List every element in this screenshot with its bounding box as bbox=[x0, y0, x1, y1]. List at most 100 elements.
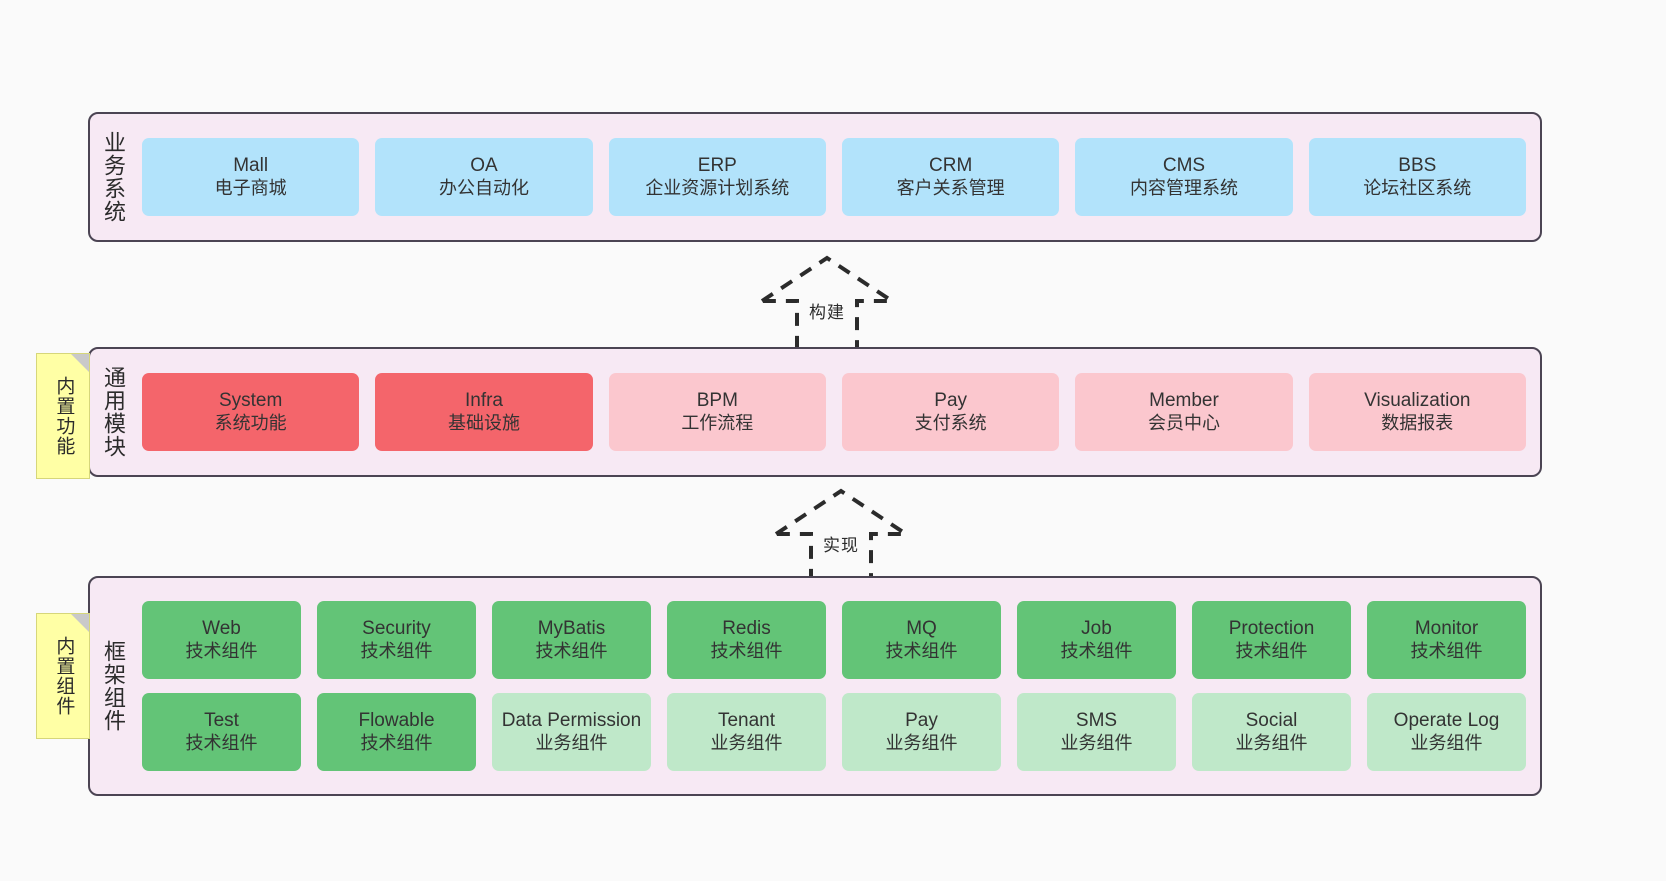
card-oa[interactable]: OA 办公自动化 bbox=[375, 138, 593, 216]
card-title: Pay bbox=[905, 710, 938, 732]
card-subtitle: 技术组件 bbox=[1060, 640, 1133, 661]
layer-body-modules: System 系统功能 Infra 基础设施 BPM 工作流程 Pay 支付系统… bbox=[136, 349, 1540, 475]
card-title: Visualization bbox=[1364, 390, 1471, 412]
card-bbs[interactable]: BBS 论坛社区系统 bbox=[1308, 138, 1526, 216]
card-protection[interactable]: Protection 技术组件 bbox=[1192, 601, 1351, 679]
card-redis[interactable]: Redis 技术组件 bbox=[667, 601, 826, 679]
card-title: Security bbox=[362, 618, 431, 640]
card-subtitle: 业务组件 bbox=[885, 732, 958, 753]
card-title: Social bbox=[1245, 710, 1298, 732]
card-test[interactable]: Test 技术组件 bbox=[142, 693, 301, 771]
connector-realize: 实现 bbox=[751, 486, 931, 586]
card-row: System 系统功能 Infra 基础设施 BPM 工作流程 Pay 支付系统… bbox=[142, 373, 1526, 451]
card-subtitle: 系统功能 bbox=[214, 412, 287, 433]
card-subtitle: 业务组件 bbox=[1235, 732, 1308, 753]
note-builtin-components: 内置组件 bbox=[36, 613, 90, 739]
generalization-arrow-icon bbox=[769, 488, 913, 584]
card-subtitle: 技术组件 bbox=[885, 640, 958, 661]
card-bpm[interactable]: BPM 工作流程 bbox=[608, 373, 826, 451]
note-builtin-features: 内置功能 bbox=[36, 353, 90, 479]
card-member[interactable]: Member 会员中心 bbox=[1075, 373, 1293, 451]
card-tenant[interactable]: Tenant 业务组件 bbox=[667, 693, 826, 771]
card-visualization[interactable]: Visualization 数据报表 bbox=[1308, 373, 1526, 451]
card-pay-component[interactable]: Pay 业务组件 bbox=[842, 693, 1001, 771]
card-subtitle: 技术组件 bbox=[535, 640, 608, 661]
card-title: MyBatis bbox=[537, 618, 606, 640]
layer-title-business: 业务系统 bbox=[100, 131, 126, 223]
card-title: Member bbox=[1149, 390, 1219, 412]
card-title: Monitor bbox=[1414, 618, 1479, 640]
layer-body-business: Mall 电子商城 OA 办公自动化 ERP 企业资源计划系统 CRM 客户关系… bbox=[136, 114, 1540, 240]
card-title: OA bbox=[470, 155, 498, 177]
card-title: Infra bbox=[464, 390, 503, 412]
card-operate-log[interactable]: Operate Log 业务组件 bbox=[1367, 693, 1526, 771]
card-title: Redis bbox=[722, 618, 771, 640]
card-subtitle: 工作流程 bbox=[681, 412, 754, 433]
card-cms[interactable]: CMS 内容管理系统 bbox=[1075, 138, 1293, 216]
card-subtitle: 数据报表 bbox=[1381, 412, 1454, 433]
card-sms[interactable]: SMS 业务组件 bbox=[1017, 693, 1176, 771]
card-title: MQ bbox=[906, 618, 937, 640]
card-title: Operate Log bbox=[1393, 710, 1500, 732]
card-subtitle: 内容管理系统 bbox=[1129, 177, 1238, 198]
card-subtitle: 技术组件 bbox=[710, 640, 783, 661]
card-title: Data Permission bbox=[501, 710, 642, 732]
card-row: Mall 电子商城 OA 办公自动化 ERP 企业资源计划系统 CRM 客户关系… bbox=[142, 138, 1526, 216]
card-title: SMS bbox=[1075, 710, 1118, 732]
card-subtitle: 客户关系管理 bbox=[896, 177, 1005, 198]
card-system[interactable]: System 系统功能 bbox=[142, 373, 360, 451]
card-security[interactable]: Security 技术组件 bbox=[317, 601, 476, 679]
card-social[interactable]: Social 业务组件 bbox=[1192, 693, 1351, 771]
card-monitor[interactable]: Monitor 技术组件 bbox=[1367, 601, 1526, 679]
card-subtitle: 业务组件 bbox=[535, 732, 608, 753]
card-title: Mall bbox=[233, 155, 269, 177]
card-mybatis[interactable]: MyBatis 技术组件 bbox=[492, 601, 651, 679]
card-web[interactable]: Web 技术组件 bbox=[142, 601, 301, 679]
card-title: BBS bbox=[1398, 155, 1437, 177]
card-crm[interactable]: CRM 客户关系管理 bbox=[841, 138, 1060, 216]
card-subtitle: 业务组件 bbox=[1410, 732, 1483, 753]
card-title: Flowable bbox=[358, 710, 435, 732]
card-title: Job bbox=[1081, 618, 1112, 640]
card-data-permission[interactable]: Data Permission 业务组件 bbox=[492, 693, 651, 771]
card-title: Protection bbox=[1228, 618, 1315, 640]
card-row: Test 技术组件 Flowable 技术组件 Data Permission … bbox=[142, 693, 1526, 771]
card-infra[interactable]: Infra 基础设施 bbox=[375, 373, 593, 451]
connector-build: 构建 bbox=[737, 253, 917, 353]
layer-framework-components: 框架组件 Web 技术组件 Security 技术组件 MyBatis 技术组件… bbox=[88, 576, 1542, 796]
card-subtitle: 办公自动化 bbox=[438, 177, 529, 198]
layer-business-systems: 业务系统 Mall 电子商城 OA 办公自动化 ERP 企业资源计划系统 CRM… bbox=[88, 112, 1542, 242]
card-title: Test bbox=[204, 710, 239, 732]
card-title: CMS bbox=[1162, 155, 1206, 177]
layer-body-framework: Web 技术组件 Security 技术组件 MyBatis 技术组件 Redi… bbox=[136, 578, 1540, 794]
card-subtitle: 技术组件 bbox=[1410, 640, 1483, 661]
card-mq[interactable]: MQ 技术组件 bbox=[842, 601, 1001, 679]
card-subtitle: 技术组件 bbox=[360, 732, 433, 753]
card-erp[interactable]: ERP 企业资源计划系统 bbox=[608, 138, 826, 216]
card-row: Web 技术组件 Security 技术组件 MyBatis 技术组件 Redi… bbox=[142, 601, 1526, 679]
card-subtitle: 会员中心 bbox=[1147, 412, 1220, 433]
card-subtitle: 电子商城 bbox=[214, 177, 287, 198]
layer-title-framework: 框架组件 bbox=[100, 640, 126, 732]
card-title: CRM bbox=[929, 155, 973, 177]
layer-common-modules: 通用模块 System 系统功能 Infra 基础设施 BPM 工作流程 Pay… bbox=[88, 347, 1542, 477]
card-subtitle: 企业资源计划系统 bbox=[645, 177, 790, 198]
card-subtitle: 支付系统 bbox=[914, 412, 987, 433]
card-mall[interactable]: Mall 电子商城 bbox=[142, 138, 360, 216]
card-subtitle: 技术组件 bbox=[185, 732, 258, 753]
card-job[interactable]: Job 技术组件 bbox=[1017, 601, 1176, 679]
note-label: 内置组件 bbox=[53, 636, 75, 716]
card-subtitle: 技术组件 bbox=[1235, 640, 1308, 661]
card-subtitle: 技术组件 bbox=[185, 640, 258, 661]
card-flowable[interactable]: Flowable 技术组件 bbox=[317, 693, 476, 771]
card-pay[interactable]: Pay 支付系统 bbox=[841, 373, 1060, 451]
generalization-arrow-icon bbox=[755, 255, 899, 351]
card-title: System bbox=[218, 390, 283, 412]
card-subtitle: 基础设施 bbox=[447, 412, 520, 433]
note-label: 内置功能 bbox=[53, 376, 75, 456]
card-subtitle: 业务组件 bbox=[710, 732, 783, 753]
card-subtitle: 业务组件 bbox=[1060, 732, 1133, 753]
connector-label-realize: 实现 bbox=[823, 536, 859, 555]
card-title: Pay bbox=[934, 390, 968, 412]
card-title: Web bbox=[202, 618, 241, 640]
